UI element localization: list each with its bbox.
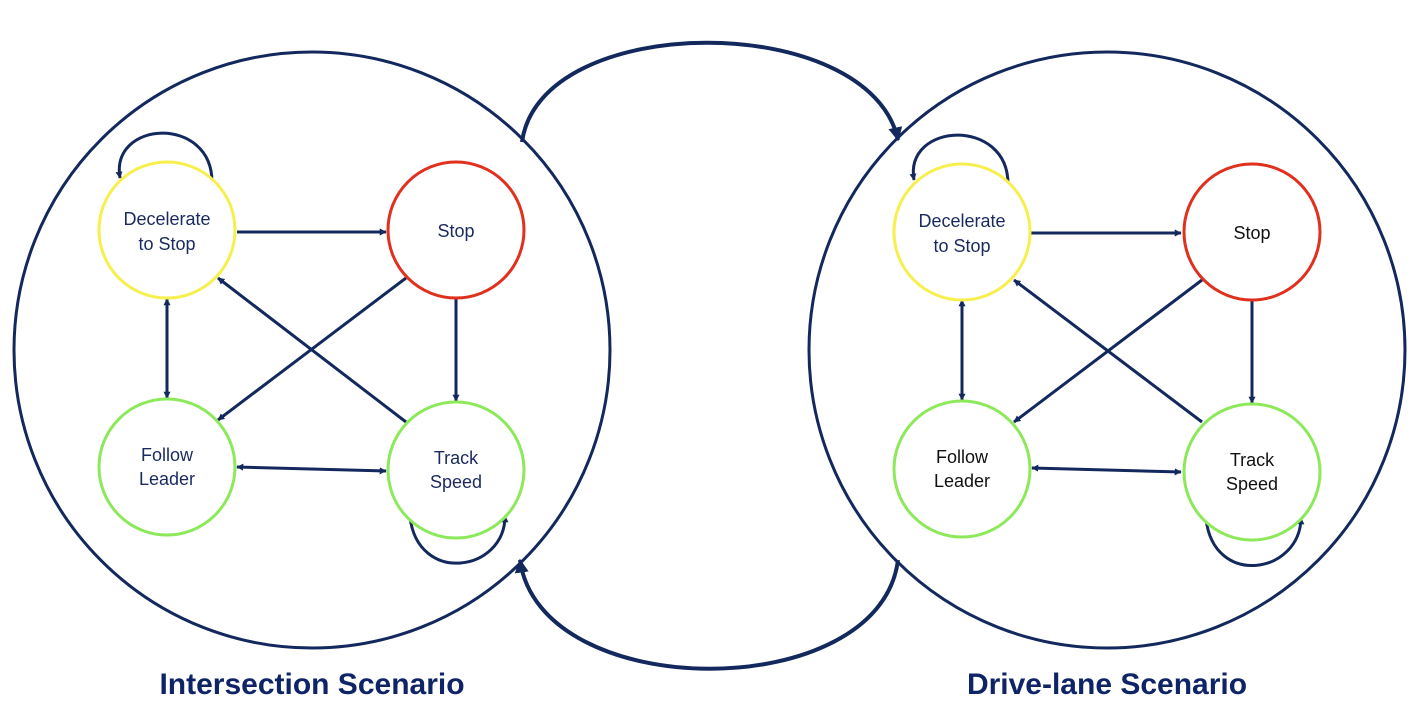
scenario-boundary [12,50,612,650]
intersection-scenario: Decelerate to Stop Stop Follow Leader Tr… [12,50,612,701]
state-follow-leader: Follow Leader [892,399,1032,539]
state-label-line1: Follow [141,445,194,465]
state-track-speed: Track Speed [386,400,526,540]
state-stop: Stop [386,160,526,300]
state-label-line2: Speed [430,472,482,492]
edge-follow-track [236,463,387,475]
state-decelerate-to-stop: Decelerate to Stop [892,162,1032,302]
state-decelerate-to-stop: Decelerate to Stop [97,160,237,300]
state-label-line1: Follow [936,447,989,467]
transition-intersection-to-drivelane [520,40,903,143]
state-label-line2: Leader [934,471,990,491]
state-follow-leader: Follow Leader [97,397,237,537]
state-label-line2: Speed [1226,474,1278,494]
edge-follow-track [1031,464,1182,476]
drivelane-scenario: Decelerate to Stop Stop Follow Leader Tr… [807,50,1407,701]
self-loop-track [1204,517,1305,568]
state-label-line2: to Stop [138,234,195,254]
state-label-line2: Leader [139,469,195,489]
state-label-line1: Track [1230,450,1275,470]
state-track-speed: Track Speed [1182,402,1322,542]
state-label-line1: Stop [1233,223,1270,243]
edge-track-to-decelerate [217,276,407,424]
transition-drivelane-to-intersection [514,558,900,671]
state-label-line1: Decelerate [918,211,1005,231]
state-label-line1: Stop [437,221,474,241]
scenario-title: Drive-lane Scenario [967,668,1247,701]
state-label-line1: Track [434,448,479,468]
state-label-line2: to Stop [933,236,990,256]
self-loop-decelerate [115,131,214,183]
edge-track-to-decelerate [1013,278,1203,424]
scenario-title: Intersection Scenario [159,668,464,701]
self-loop-decelerate [909,133,1010,185]
self-loop-track [408,515,509,565]
state-label-line1: Decelerate [123,209,210,229]
state-stop: Stop [1182,162,1322,302]
scenario-boundary [807,50,1407,650]
